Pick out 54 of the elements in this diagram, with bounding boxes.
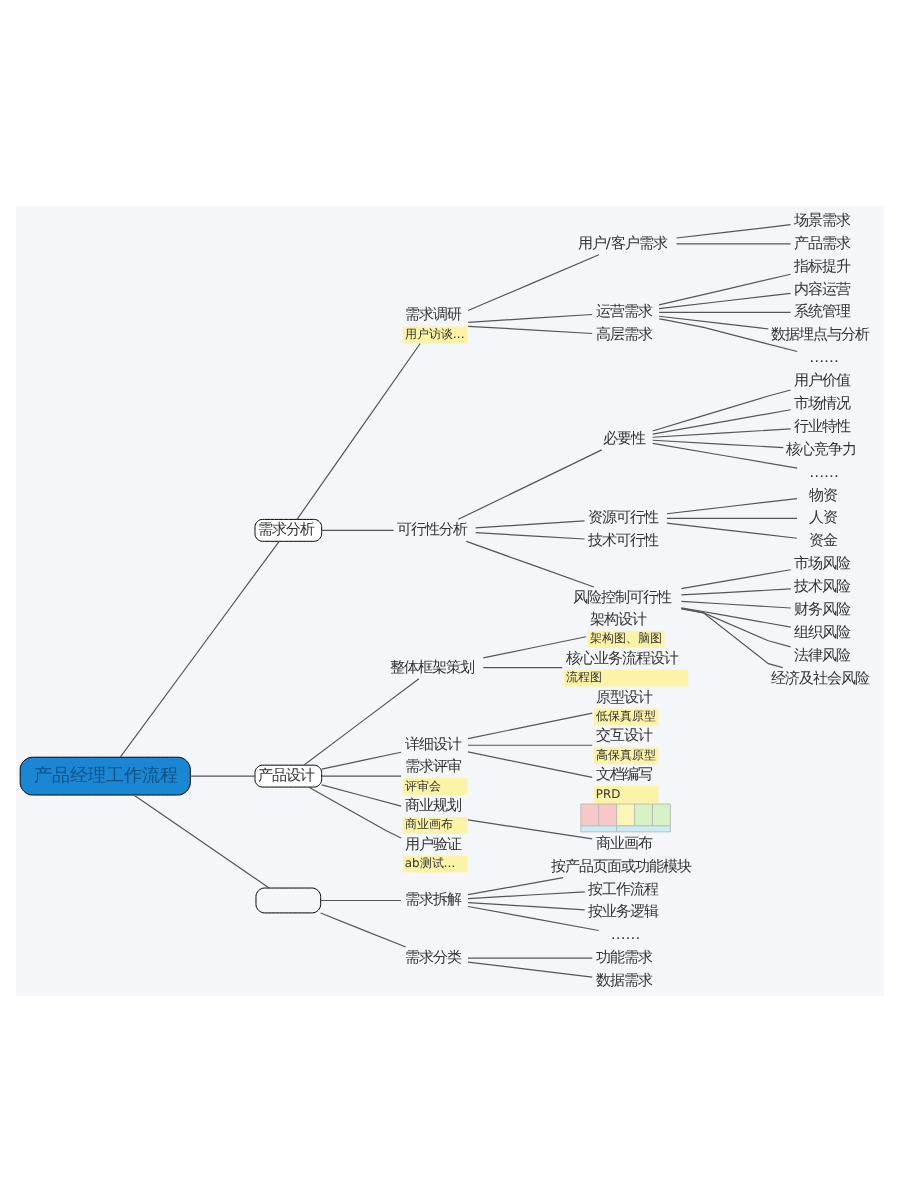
connector bbox=[321, 750, 402, 769]
connector bbox=[652, 438, 784, 448]
connector bbox=[680, 607, 784, 668]
node-box: 产品经理工作流程 bbox=[19, 755, 191, 795]
connector bbox=[467, 818, 593, 839]
connector bbox=[296, 341, 421, 519]
connector bbox=[308, 785, 402, 838]
connector bbox=[467, 253, 600, 311]
connector bbox=[652, 388, 792, 431]
connector bbox=[475, 531, 586, 539]
connector bbox=[467, 312, 593, 322]
connector bbox=[467, 956, 593, 958]
connector bbox=[658, 310, 792, 313]
connector bbox=[457, 448, 603, 519]
connector bbox=[658, 314, 769, 329]
connector bbox=[658, 272, 792, 305]
connector bbox=[666, 496, 798, 514]
connector bbox=[189, 774, 256, 776]
connector bbox=[119, 539, 280, 757]
connector bbox=[482, 666, 563, 668]
connector bbox=[320, 898, 402, 901]
connector bbox=[321, 783, 402, 806]
connector bbox=[303, 677, 420, 765]
connector bbox=[321, 774, 402, 776]
connector bbox=[475, 519, 586, 528]
connector bbox=[465, 539, 595, 587]
connector bbox=[680, 568, 792, 589]
connector bbox=[658, 317, 798, 352]
connector bbox=[467, 750, 593, 778]
connector bbox=[666, 516, 798, 518]
connector bbox=[680, 607, 792, 647]
connector bbox=[482, 635, 587, 658]
connector bbox=[680, 606, 792, 627]
connector bbox=[467, 960, 593, 977]
connector bbox=[680, 587, 792, 595]
connector bbox=[467, 743, 593, 745]
connector bbox=[680, 599, 792, 608]
connector bbox=[133, 793, 270, 888]
connector bbox=[675, 242, 792, 244]
connector bbox=[467, 904, 600, 931]
connector bbox=[321, 528, 395, 530]
connector bbox=[467, 876, 564, 895]
connector bbox=[666, 521, 798, 538]
connector bbox=[658, 291, 792, 309]
connector bbox=[467, 324, 593, 334]
connector bbox=[467, 711, 593, 739]
connector bbox=[652, 441, 798, 468]
node-box bbox=[255, 886, 322, 913]
connector bbox=[467, 900, 586, 910]
connector bbox=[467, 890, 586, 899]
connector bbox=[652, 427, 792, 437]
connector bbox=[652, 408, 792, 434]
connector bbox=[675, 223, 792, 238]
connector bbox=[320, 911, 407, 947]
